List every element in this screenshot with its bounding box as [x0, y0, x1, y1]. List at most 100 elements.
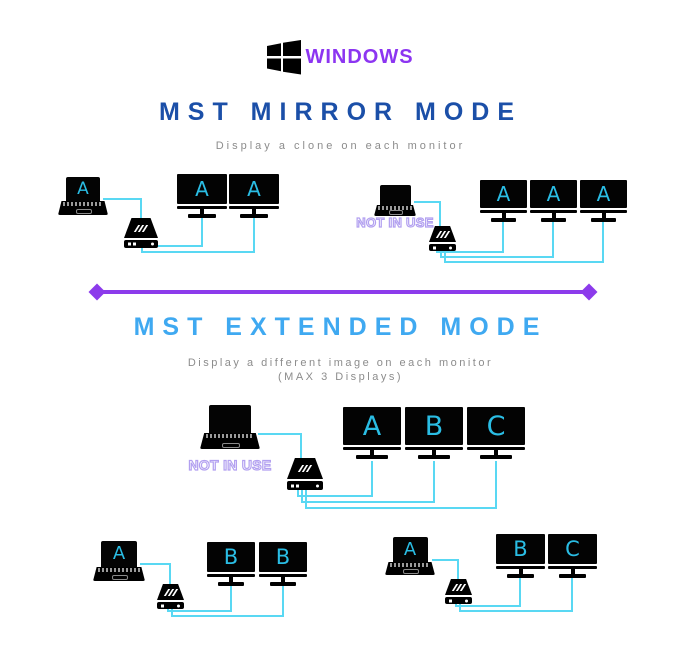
- monitor-stand: [494, 450, 498, 455]
- monitor: A: [229, 174, 279, 218]
- mst-hub: [157, 584, 184, 609]
- monitor-letter: C: [565, 536, 580, 561]
- laptop-extended-three: [200, 405, 260, 449]
- monitor-bar: [405, 447, 463, 450]
- monitor-screen: C: [548, 534, 597, 564]
- hub-body: [157, 584, 184, 600]
- hub-ports: [445, 597, 472, 604]
- monitor: A: [343, 407, 401, 459]
- monitor-stand: [551, 213, 556, 218]
- monitor-stand-base: [356, 455, 388, 459]
- laptop-mirror-three: [374, 185, 416, 216]
- hub-logo-icon: [297, 465, 313, 472]
- cable: [103, 198, 142, 222]
- laptop-keyboard: [93, 567, 145, 581]
- laptop-screen: A: [101, 541, 137, 567]
- extended-mode-title: MST EXTENDED MODE: [133, 313, 548, 341]
- monitor-letter: B: [513, 536, 528, 561]
- monitor-stand: [432, 450, 436, 455]
- mirror-mode-title: MST MIRROR MODE: [158, 98, 523, 126]
- cable: [414, 201, 441, 228]
- monitor-letter: A: [546, 182, 561, 206]
- monitor-bar: [343, 447, 401, 450]
- monitor-stand-base: [540, 218, 567, 222]
- cable: [459, 576, 573, 612]
- monitor-stand: [370, 450, 374, 455]
- monitor: B: [259, 542, 307, 586]
- monitor-bar: [177, 206, 227, 209]
- monitor-letter: A: [596, 182, 611, 206]
- hub-logo-icon: [163, 588, 178, 596]
- monitor-stand-base: [188, 214, 216, 218]
- hub-logo-icon: [133, 224, 149, 232]
- laptop-screen-letter: A: [403, 538, 417, 560]
- hub-ports: [429, 244, 456, 251]
- cable: [297, 461, 373, 497]
- laptop-mirror-two: A: [58, 177, 108, 215]
- monitor: C: [548, 534, 597, 578]
- laptop-screen: A: [392, 537, 428, 562]
- monitor-stand-base: [418, 455, 450, 459]
- monitor-stand: [601, 213, 606, 218]
- monitor-bar: [530, 210, 577, 213]
- laptop-keyboard: [374, 205, 416, 216]
- monitor-screen: B: [207, 542, 255, 572]
- mst-hub: [429, 226, 456, 251]
- monitor: B: [405, 407, 463, 459]
- brand-name: WINDOWS: [305, 46, 414, 68]
- hub-logo-icon: [435, 230, 450, 238]
- extended-mode-subtitle: Display a different image on each monito…: [187, 357, 494, 369]
- monitor-stand: [518, 569, 523, 574]
- monitor-stand: [229, 577, 233, 582]
- monitor-screen: A: [480, 180, 527, 208]
- monitor-stand: [281, 577, 285, 582]
- laptop-extended-two: A: [385, 537, 435, 575]
- cable: [140, 563, 171, 586]
- monitor-screen: B: [405, 407, 463, 445]
- monitor-stand-base: [217, 582, 245, 586]
- monitor-screen: A: [229, 174, 279, 204]
- monitor-bar: [580, 210, 627, 213]
- monitor: C: [467, 407, 525, 459]
- monitor: A: [480, 180, 527, 222]
- hub-logo-icon: [451, 583, 466, 591]
- monitor-stand-base: [507, 574, 534, 578]
- monitor: B: [496, 534, 545, 578]
- hub-body: [445, 579, 472, 595]
- monitor-letter: A: [247, 177, 261, 201]
- monitor-stand: [570, 569, 575, 574]
- extended-mode-subtitle2: (MAX 3 Displays): [278, 371, 403, 383]
- monitor-screen: A: [580, 180, 627, 208]
- not-in-use-label: NOT IN USE: [188, 456, 272, 473]
- monitor-stand-base: [559, 574, 586, 578]
- monitor-bar: [207, 574, 255, 577]
- hub-body: [124, 218, 158, 238]
- monitor: A: [177, 174, 227, 218]
- monitor: A: [580, 180, 627, 222]
- monitor-bar: [229, 206, 279, 209]
- laptop-screen: [379, 185, 411, 205]
- monitor-bar: [496, 566, 545, 569]
- cable: [171, 583, 284, 617]
- section-divider-line: [97, 290, 589, 294]
- monitor-bar: [480, 210, 527, 213]
- windows-logo-icon: [267, 40, 302, 75]
- monitor-letter: A: [362, 410, 382, 442]
- monitor-bar: [467, 447, 525, 450]
- cable: [432, 559, 459, 581]
- laptop-screen-letter: A: [77, 178, 89, 199]
- monitor-stand: [200, 209, 204, 214]
- monitor-letter: B: [275, 544, 291, 569]
- not-in-use-label: NOT IN USE: [356, 214, 434, 230]
- monitor-screen: B: [259, 542, 307, 572]
- monitor-stand: [252, 209, 256, 214]
- monitor-letter: A: [195, 177, 209, 201]
- monitor-stand-base: [269, 582, 297, 586]
- monitor-bar: [548, 566, 597, 569]
- laptop-keyboard: [385, 562, 435, 575]
- laptop-screen-letter: A: [112, 543, 126, 564]
- laptop-screen: A: [66, 177, 100, 201]
- laptop-screen: [209, 405, 251, 433]
- monitor: B: [207, 542, 255, 586]
- monitor-letter: B: [223, 544, 239, 569]
